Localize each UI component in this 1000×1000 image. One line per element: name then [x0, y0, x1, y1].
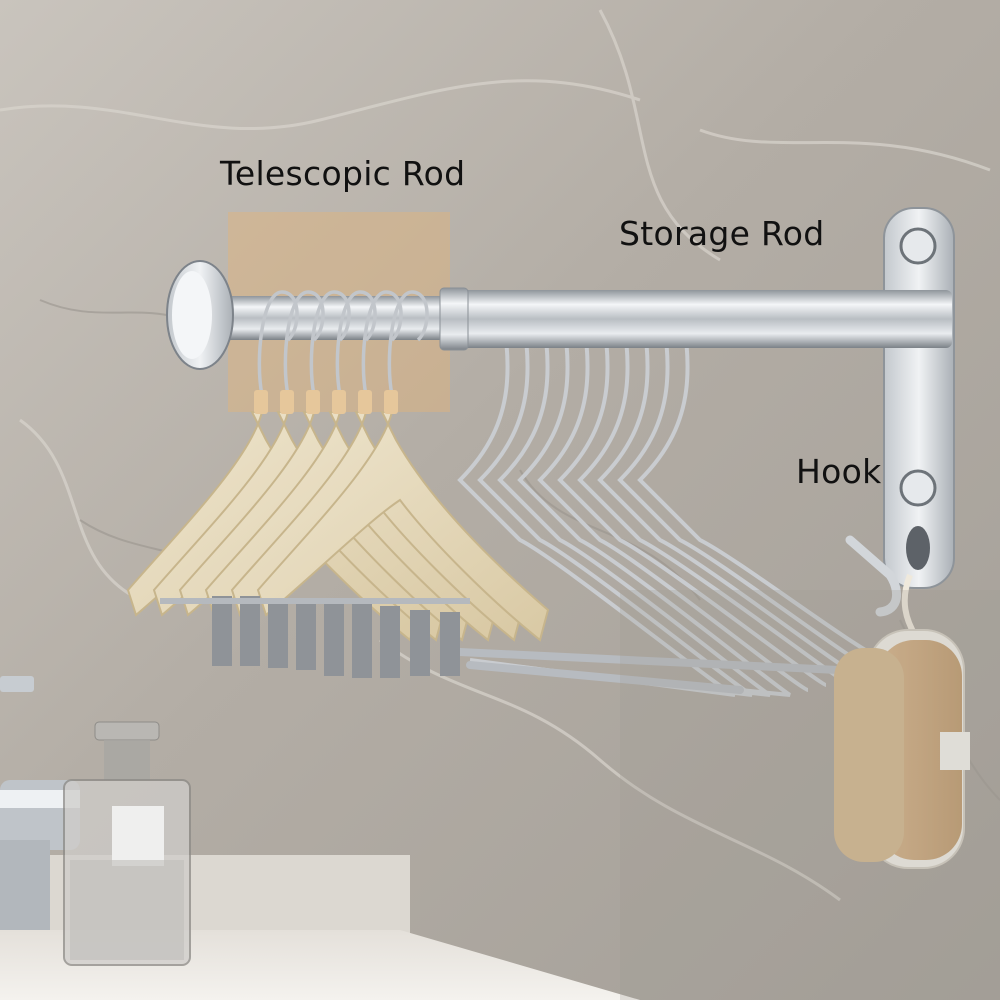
- hook: [845, 535, 901, 617]
- storage-rod-label: Storage Rod: [619, 214, 825, 253]
- wire-hanger-bottoms: [456, 648, 884, 694]
- wall-shade: [620, 590, 1000, 1000]
- hanger-bar: [160, 598, 470, 604]
- countertop-back: [0, 855, 410, 935]
- wall-mount-plate: [883, 207, 955, 589]
- storage-rod: [440, 290, 952, 348]
- rod-end-cap: [166, 260, 234, 370]
- wire-hangers: [457, 294, 887, 697]
- rod-joint: [439, 287, 469, 351]
- bath-brush: [834, 573, 970, 869]
- hanger-clips: [212, 596, 460, 678]
- marble-veins: [0, 9, 991, 902]
- wood-hanger-hooks: [257, 290, 429, 396]
- telescopic-rod-label: Telescopic Rod: [220, 154, 466, 193]
- glass-bottle: [63, 721, 191, 966]
- faucet: [0, 676, 80, 930]
- wood-hanger-necks: [254, 390, 398, 414]
- hook-label: Hook: [796, 452, 882, 491]
- telescopic-rod: [200, 296, 450, 340]
